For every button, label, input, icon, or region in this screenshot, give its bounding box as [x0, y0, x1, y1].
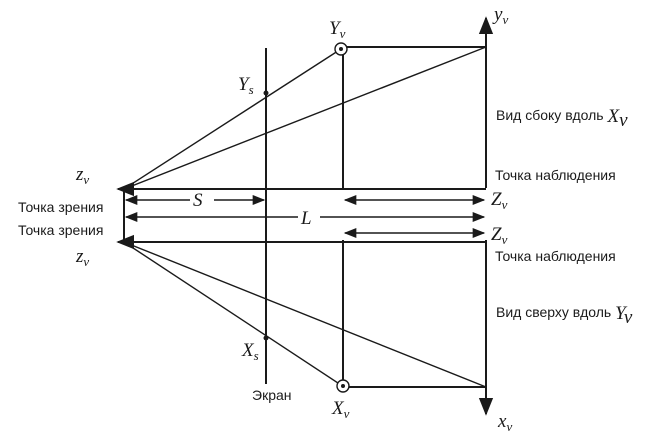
label-xv-axis: xv	[497, 411, 512, 434]
xs-point	[263, 335, 269, 341]
label-xs: Xs	[241, 340, 259, 363]
yv-point-dot	[339, 47, 343, 51]
label-zv-right-bottom: Zv	[491, 224, 508, 247]
label-side-view: Вид сбоку вдоль Xv	[496, 106, 628, 131]
label-screen: Экран	[252, 387, 292, 403]
label-eye-bottom: Точка зрения	[18, 222, 103, 238]
ray-xv	[123, 241, 342, 386]
label-top-view: Вид сверху вдоль Yv	[496, 303, 633, 328]
label-zv-bottom: zv	[75, 246, 89, 269]
label-l: L	[300, 208, 312, 229]
label-ys: Ys	[238, 74, 254, 97]
ray-bottom-corner	[123, 241, 487, 388]
viewpoint-bottom-dot	[122, 240, 126, 244]
viewpoint-top-dot	[122, 187, 126, 191]
label-zv-top: zv	[75, 164, 89, 187]
label-observe-top: Точка наблюдения	[495, 167, 616, 183]
label-eye-top: Точка зрения	[18, 199, 103, 215]
xv-point-dot	[341, 384, 345, 388]
label-xv-bottom: Xv	[331, 398, 350, 421]
label-yv-top: Yv	[329, 18, 346, 41]
ys-point	[263, 90, 269, 96]
label-yv-axis: yv	[492, 4, 508, 27]
ray-yv	[123, 48, 342, 190]
label-zv-right-top: Zv	[491, 189, 508, 212]
label-observe-bottom: Точка наблюдения	[495, 248, 616, 264]
label-s: S	[193, 190, 203, 211]
ray-top-corner	[123, 46, 487, 190]
